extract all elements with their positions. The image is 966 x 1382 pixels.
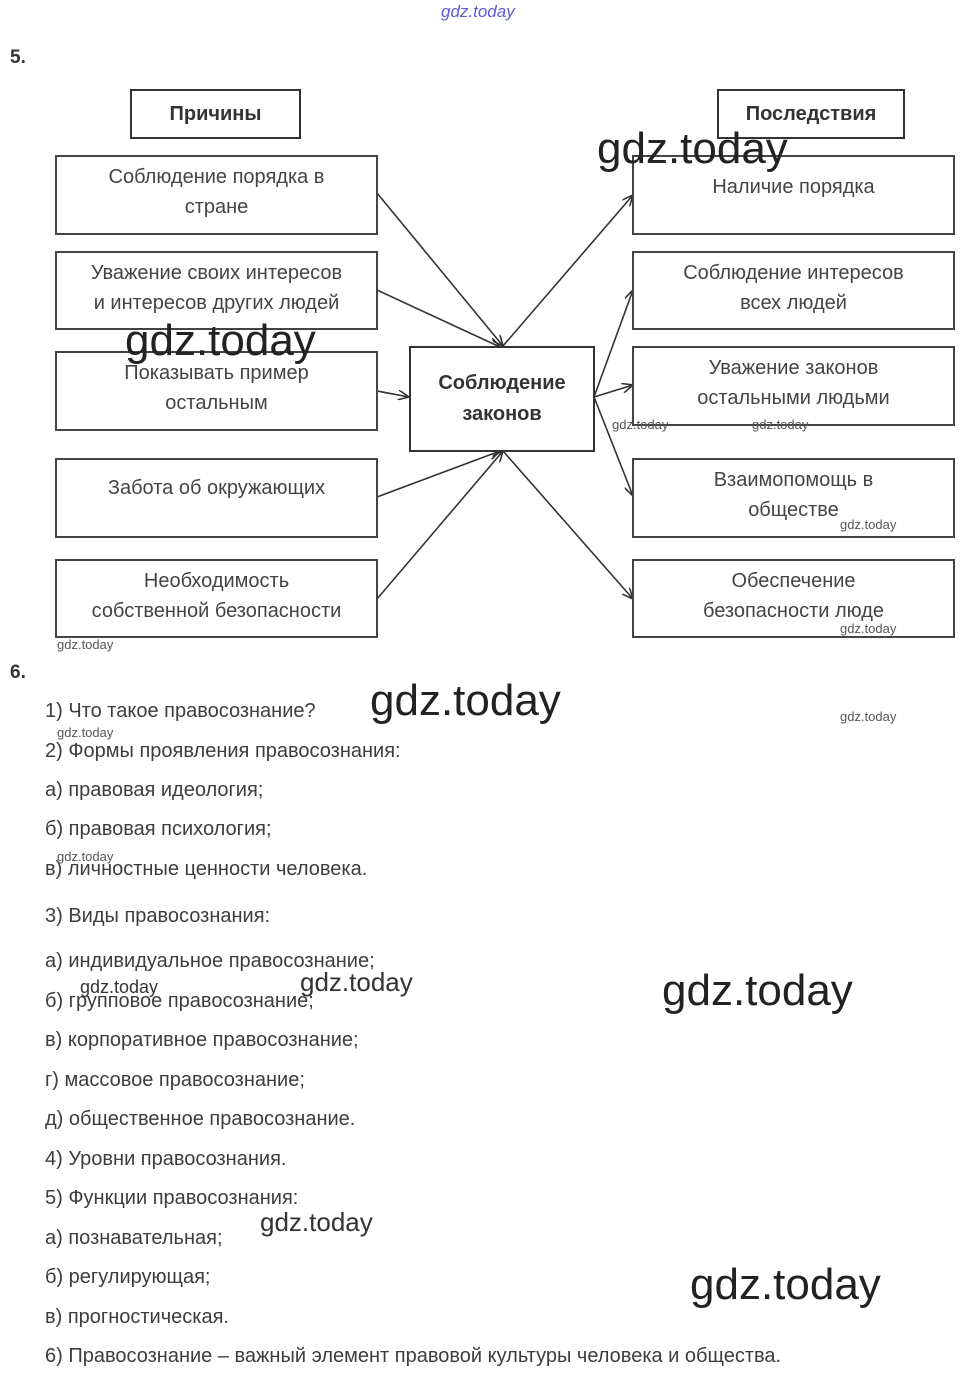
effect-4-line-2: обществе (748, 499, 839, 521)
answer-line: 1) Что такое правосознание? (45, 700, 316, 722)
arrow-cause-5 (376, 451, 503, 600)
answer-line: 3) Виды правосознания: (45, 905, 271, 927)
cause-box-4: Забота об окружающих (55, 458, 378, 538)
cause-3-line-2: остальным (165, 392, 268, 414)
arrow-cause-4 (376, 451, 500, 498)
watermark: gdz.today (840, 709, 897, 724)
cause-box-3: Показывать пример остальным (55, 351, 378, 431)
effect-box-1: Наличие порядка (632, 155, 955, 235)
cause-box-1: Соблюдение порядка в стране (55, 155, 378, 235)
arrow-cause-1 (376, 192, 503, 346)
watermark: gdz.today (260, 1207, 373, 1237)
arrow-effect-1 (502, 195, 633, 347)
watermark: gdz.today (300, 967, 413, 997)
answer-line: б) групповое правосознание; (45, 990, 314, 1012)
cause-1-line-1: Соблюдение порядка в (108, 166, 325, 188)
cause-4-line-1: Забота об окружающих (107, 477, 326, 499)
effect-5-line-2: безопасности люде (702, 600, 884, 622)
arrow-effect-5 (502, 450, 633, 599)
watermark: gdz.today (57, 849, 114, 864)
arrow-cause-2 (376, 289, 500, 347)
watermark: gdz.today (597, 124, 788, 173)
cause-1-line-2: стране (184, 196, 249, 218)
answer-line: 2) Формы проявления правосознания: (45, 740, 401, 762)
causes-header: Причины (130, 89, 301, 139)
causes-header-label: Причины (169, 102, 262, 125)
watermark-top: gdz.today (441, 2, 515, 21)
cause-box-2: Уважение своих интересов и интересов дру… (55, 251, 378, 330)
effect-box-3: Уважение законов остальными людьми (632, 346, 955, 426)
effect-5-line-1: Обеспечение (731, 570, 856, 592)
effect-2-line-1: Соблюдение интересов (683, 262, 904, 284)
task-6-number: 6. (10, 662, 26, 683)
cause-box-5: Необходимость собственной безопасности (55, 559, 378, 638)
answer-line: 4) Уровни правосознания. (45, 1148, 287, 1170)
effect-1-line-1: Наличие порядка (712, 176, 875, 198)
answer-line: а) индивидуальное правосознание; (45, 950, 375, 972)
answer-line: б) регулирующая; (45, 1266, 211, 1288)
effect-4-line-1: Взаимопомощь в (713, 469, 874, 491)
watermark: gdz.today (840, 517, 897, 532)
effect-3-line-1: Уважение законов (708, 357, 879, 379)
cause-2-line-1: Уважение своих интересов (90, 262, 343, 284)
watermark: gdz.today (125, 316, 316, 365)
cause-5-line-1: Необходимость (143, 570, 290, 592)
center-box: Соблюдение законов (409, 346, 595, 452)
cause-3-line-1: Показывать пример (124, 362, 309, 384)
answer-line: 6) Правосознание – важный элемент правов… (45, 1345, 782, 1367)
answer-line: в) прогностическая. (45, 1306, 229, 1328)
center-line-1: Соблюдение (438, 372, 566, 394)
watermark: gdz.today (612, 417, 669, 432)
effect-box-2: Соблюдение интересов всех людей (632, 251, 955, 330)
task-5-number: 5. (10, 47, 26, 68)
center-line-2: законов (462, 403, 542, 425)
watermark: gdz.today (370, 676, 561, 725)
watermark: gdz.today (690, 1260, 881, 1309)
watermark: gdz.today (57, 725, 114, 740)
arrow-effect-4 (593, 396, 633, 496)
effect-box-5: Обеспечение безопасности люде (632, 559, 955, 638)
answer-line: д) общественное правосознание. (45, 1108, 356, 1130)
diagram-arrows (376, 192, 966, 700)
effects-header-label: Последствия (745, 102, 877, 125)
answer-line: а) познавательная; (45, 1227, 223, 1249)
answer-line: в) личностные ценности человека. (45, 858, 368, 880)
effect-3-line-2: остальными людьми (697, 387, 890, 409)
watermark: gdz.today (662, 966, 853, 1015)
watermark: gdz.today (80, 977, 159, 997)
effects-header: Последствия (717, 89, 905, 139)
watermark: gdz.today (840, 621, 897, 636)
effect-box-4: Взаимопомощь в обществе (632, 458, 955, 538)
arrow-effect-3 (593, 385, 633, 398)
answer-line: г) массовое правосознание; (45, 1069, 305, 1091)
answer-line: а) правовая идеология; (45, 779, 264, 801)
cause-5-line-2: собственной безопасности (91, 600, 342, 622)
watermark: gdz.today (752, 417, 809, 432)
watermark: gdz.today (57, 637, 114, 652)
answer-line: в) корпоративное правосознание; (45, 1029, 359, 1051)
effect-2-line-2: всех людей (740, 292, 847, 314)
answer-line: б) правовая психология; (45, 818, 272, 840)
arrow-cause-3 (376, 391, 409, 397)
arrow-effect-2 (593, 290, 633, 398)
answer-line: 5) Функции правосознания: (45, 1187, 299, 1209)
cause-2-line-2: и интересов других людей (93, 292, 340, 314)
